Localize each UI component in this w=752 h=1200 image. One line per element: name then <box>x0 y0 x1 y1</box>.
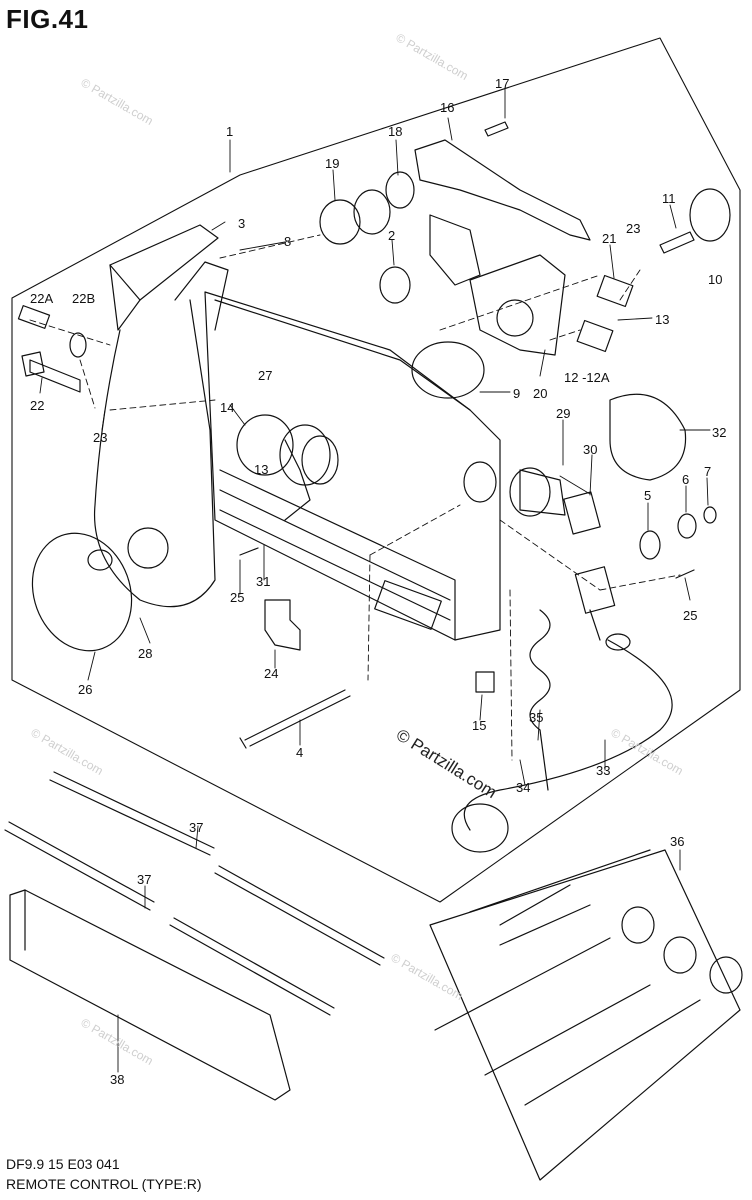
callout-label: 36 <box>670 834 684 849</box>
callout-label: 33 <box>596 763 610 778</box>
callout-label: 35 <box>529 710 543 725</box>
fittings <box>475 274 634 693</box>
control-lever <box>93 224 229 608</box>
callout-label: 10 <box>708 272 722 287</box>
gear-assembly <box>236 414 339 521</box>
watermark-text: © Partzilla.com <box>79 75 156 128</box>
callout-label: 37 <box>137 872 151 887</box>
callout-label: 24 <box>264 666 278 681</box>
watermark-text: © Partzilla.com <box>394 30 471 83</box>
callout-label: 3 <box>238 216 245 231</box>
callout-label: 31 <box>256 574 270 589</box>
main-assembly-frame <box>11 37 741 903</box>
model-code: DF9.9 15 E03 041 <box>6 1156 120 1172</box>
callout-label: 23 <box>93 430 107 445</box>
mount-bracket <box>264 599 301 651</box>
figure-footer: DF9.9 15 E03 041 REMOTE CONTROL (TYPE:R) <box>6 1154 202 1194</box>
trim-switch <box>609 393 687 481</box>
callout-label: 15 <box>472 718 486 733</box>
lanyard-spring <box>529 609 551 791</box>
callout-label: 26 <box>78 682 92 697</box>
callout-label: 16 <box>440 100 454 115</box>
dashed-assembly-lines <box>29 234 681 761</box>
callout-label: 30 <box>583 442 597 457</box>
callout-label: 22A <box>30 291 53 306</box>
control-cables <box>4 771 385 1016</box>
callout-label: 37 <box>189 820 203 835</box>
watermark-text: © Partzilla.com <box>79 1015 156 1068</box>
callout-label: 18 <box>388 124 402 139</box>
callout-label: 20 <box>533 386 547 401</box>
callout-label: 32 <box>712 425 726 440</box>
callout-label: 23 <box>626 221 640 236</box>
figure-caption: REMOTE CONTROL (TYPE:R) <box>6 1176 202 1192</box>
callout-label: 13 <box>254 462 268 477</box>
watermark-text: © Partzilla.com <box>29 725 106 778</box>
callout-label: 19 <box>325 156 339 171</box>
callout-label: 2 <box>388 228 395 243</box>
callout-label: 7 <box>704 464 711 479</box>
watermarks: © Partzilla.com © Partzilla.com © Partzi… <box>29 30 686 1068</box>
callout-label: 11 <box>662 191 676 206</box>
callout-label: 21 <box>602 231 616 246</box>
hardware-kit-frame <box>429 849 743 1181</box>
callout-label: 12 -12A <box>564 370 610 385</box>
callout-label: 27 <box>258 368 272 383</box>
callout-label: 38 <box>110 1072 124 1087</box>
callout-label: 22B <box>72 291 95 306</box>
callout-label: 14 <box>220 400 234 415</box>
decal-plate <box>9 889 291 1101</box>
watermark-text: © Partzilla.com <box>609 725 686 778</box>
callout-label: 13 <box>655 312 669 327</box>
callouts: 1 2 3 4 5 6 7 8 9 10 11 12 -12A 13 13 14… <box>30 76 726 1087</box>
figure-title: FIG.41 <box>6 4 89 34</box>
callout-label: 6 <box>682 472 689 487</box>
callout-label: 17 <box>495 76 509 91</box>
callout-label: 28 <box>138 646 152 661</box>
cover-disc <box>31 532 133 652</box>
control-box-body <box>204 291 501 641</box>
callout-label: 25 <box>230 590 244 605</box>
shift-plate <box>414 139 591 286</box>
callout-label: 25 <box>683 608 697 623</box>
washers <box>69 171 731 560</box>
callout-label: 34 <box>516 780 530 795</box>
callout-label: 8 <box>284 234 291 249</box>
screws <box>239 121 695 579</box>
cam-plate <box>469 254 566 356</box>
callout-label: 5 <box>644 488 651 503</box>
callout-label: 1 <box>226 124 233 139</box>
callout-label: 9 <box>513 386 520 401</box>
long-screw <box>239 689 351 749</box>
callout-label: 29 <box>556 406 570 421</box>
watermark-text-prominent: © Partzilla.com <box>393 725 500 802</box>
callout-label: 4 <box>296 745 303 760</box>
lanyard-cable <box>451 633 673 853</box>
leader-lines <box>39 87 711 1073</box>
pins <box>17 305 81 393</box>
watermark-text: © Partzilla.com <box>389 950 466 1003</box>
key-switch <box>463 461 616 641</box>
callout-label: 22 <box>30 398 44 413</box>
